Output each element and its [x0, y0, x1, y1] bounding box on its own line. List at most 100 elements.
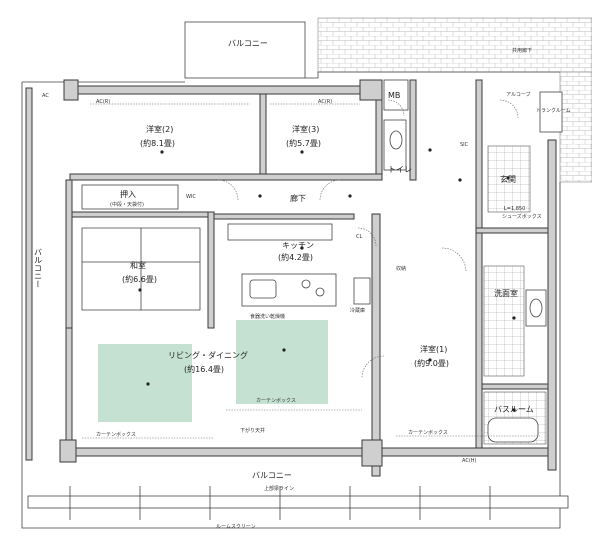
ceiling-light — [428, 148, 432, 152]
label-living: リビング・ダイニング — [168, 350, 248, 360]
ceiling-light — [282, 348, 286, 352]
exterior-wall — [21, 71, 561, 529]
door-swing — [217, 179, 239, 201]
label-japanese-area: (約6.6畳) — [122, 274, 157, 284]
closet-interior — [81, 184, 179, 210]
label-upper-line: 上部梁ライン — [264, 485, 294, 492]
label-shoe-box: シューズボックス — [502, 213, 542, 220]
ceiling-light — [146, 382, 150, 386]
label-toilet: トイレ — [388, 165, 412, 174]
ceiling-light — [258, 194, 262, 198]
ceiling-light — [300, 246, 304, 250]
door-swing — [357, 227, 377, 247]
wall-wash-left — [475, 232, 483, 449]
label-bathroom: バスルーム — [494, 405, 534, 414]
wall-kitchen-top — [213, 213, 355, 220]
label-curtain-box: カーテンボックス — [96, 431, 136, 438]
balcony-rail — [27, 495, 569, 509]
label-entrance: 玄関 — [500, 174, 516, 184]
label-sic: SIC — [460, 142, 469, 148]
ceiling-light — [512, 316, 516, 320]
label-western-1-area: (約9.0畳) — [414, 358, 449, 368]
living-floor-highlight-2 — [236, 320, 328, 404]
kitchen-back-counter — [227, 223, 333, 241]
label-l-height: L=1,850 — [504, 206, 525, 212]
balcony-posts — [69, 486, 491, 520]
label-ac: AC — [42, 93, 49, 99]
label-wic: WIC — [186, 194, 196, 200]
door-swing — [441, 247, 467, 273]
label-curtain-box: カーテンボックス — [256, 397, 296, 404]
label-lower-wall: 下がり天井 — [240, 427, 265, 434]
ceiling-light — [160, 150, 164, 154]
label-closet: 押入 — [120, 189, 136, 199]
label-japanese: 和室 — [130, 260, 146, 270]
basin-bowl — [529, 298, 543, 318]
column — [59, 439, 77, 463]
ceiling-light — [506, 176, 510, 180]
washroom-floor — [483, 265, 525, 377]
wall-rooms-hall — [69, 173, 383, 181]
label-shelf: 収納 — [396, 265, 406, 272]
door-swing — [499, 99, 519, 119]
bathtub — [487, 417, 539, 443]
top-balcony — [184, 21, 306, 79]
door-swing — [319, 179, 341, 201]
label-western-2-area: (約8.1畳) — [140, 138, 175, 148]
label-ac-r: AC(R) — [96, 99, 110, 105]
label-ac-h: AC(H) — [462, 458, 477, 464]
label-alcove: アルコーブ — [506, 91, 531, 98]
common-corridor-strip — [559, 71, 592, 183]
outer-wall-bottom — [65, 447, 549, 457]
label-western-2: 洋室(2) — [146, 124, 173, 134]
kitchen-sink — [249, 279, 277, 299]
label-living-area: (約16.4畳) — [184, 364, 224, 374]
wall-toilet — [375, 93, 383, 175]
wall-wash-top — [475, 227, 549, 234]
common-corridor-area — [317, 17, 592, 73]
wall-japanese-right — [207, 211, 215, 329]
column — [359, 79, 383, 101]
door-swing — [387, 99, 405, 117]
outer-wall-right — [547, 139, 557, 471]
label-kitchen-area: (約4.2畳) — [278, 252, 313, 262]
living-floor-highlight-1 — [98, 344, 192, 422]
label-screen: ルームスクリーン — [216, 524, 256, 530]
curtain-box-line — [82, 103, 540, 439]
label-hallway: 廊下 — [290, 193, 306, 203]
label-balcony-bottom: バルコニー — [252, 471, 292, 480]
label-closet-sub: (中段・天袋付) — [110, 201, 144, 208]
label-balcony-left: バルコニー — [34, 248, 43, 288]
column — [63, 79, 79, 101]
trunk-room — [539, 91, 563, 133]
outer-wall-left — [25, 87, 33, 461]
toilet-bowl — [389, 130, 403, 150]
door-swing — [361, 355, 385, 379]
ceiling-light — [300, 150, 304, 154]
label-western-1: 洋室(1) — [420, 344, 447, 354]
outer-wall-top — [69, 85, 371, 95]
wall-mb — [409, 79, 417, 181]
label-western-3-area: (約5.7畳) — [286, 138, 321, 148]
label-dishwasher: 食器洗い乾燥機 — [250, 313, 285, 320]
label-ac-r: AC(R) — [318, 99, 332, 105]
label-curtain-box: カーテンボックス — [408, 429, 448, 436]
label-trunk-room: トランクルーム — [536, 108, 571, 114]
wash-basin — [525, 289, 547, 327]
ceiling-light — [428, 358, 432, 362]
tatami-lines — [81, 227, 201, 311]
stove-burner — [315, 287, 325, 297]
label-mb: MB — [388, 91, 400, 100]
label-kitchen: キッチン — [282, 241, 314, 250]
ceiling-light — [138, 288, 142, 292]
wall-left-lower — [65, 327, 73, 449]
column — [361, 439, 383, 467]
stove-burner — [301, 279, 311, 289]
wall-wash-bottom — [475, 383, 549, 390]
label-cl: CL — [356, 234, 362, 240]
label-balcony-top: バルコニー — [228, 39, 268, 48]
mb-box — [383, 79, 409, 111]
ceiling-light — [458, 178, 462, 182]
ceiling-light — [348, 194, 352, 198]
